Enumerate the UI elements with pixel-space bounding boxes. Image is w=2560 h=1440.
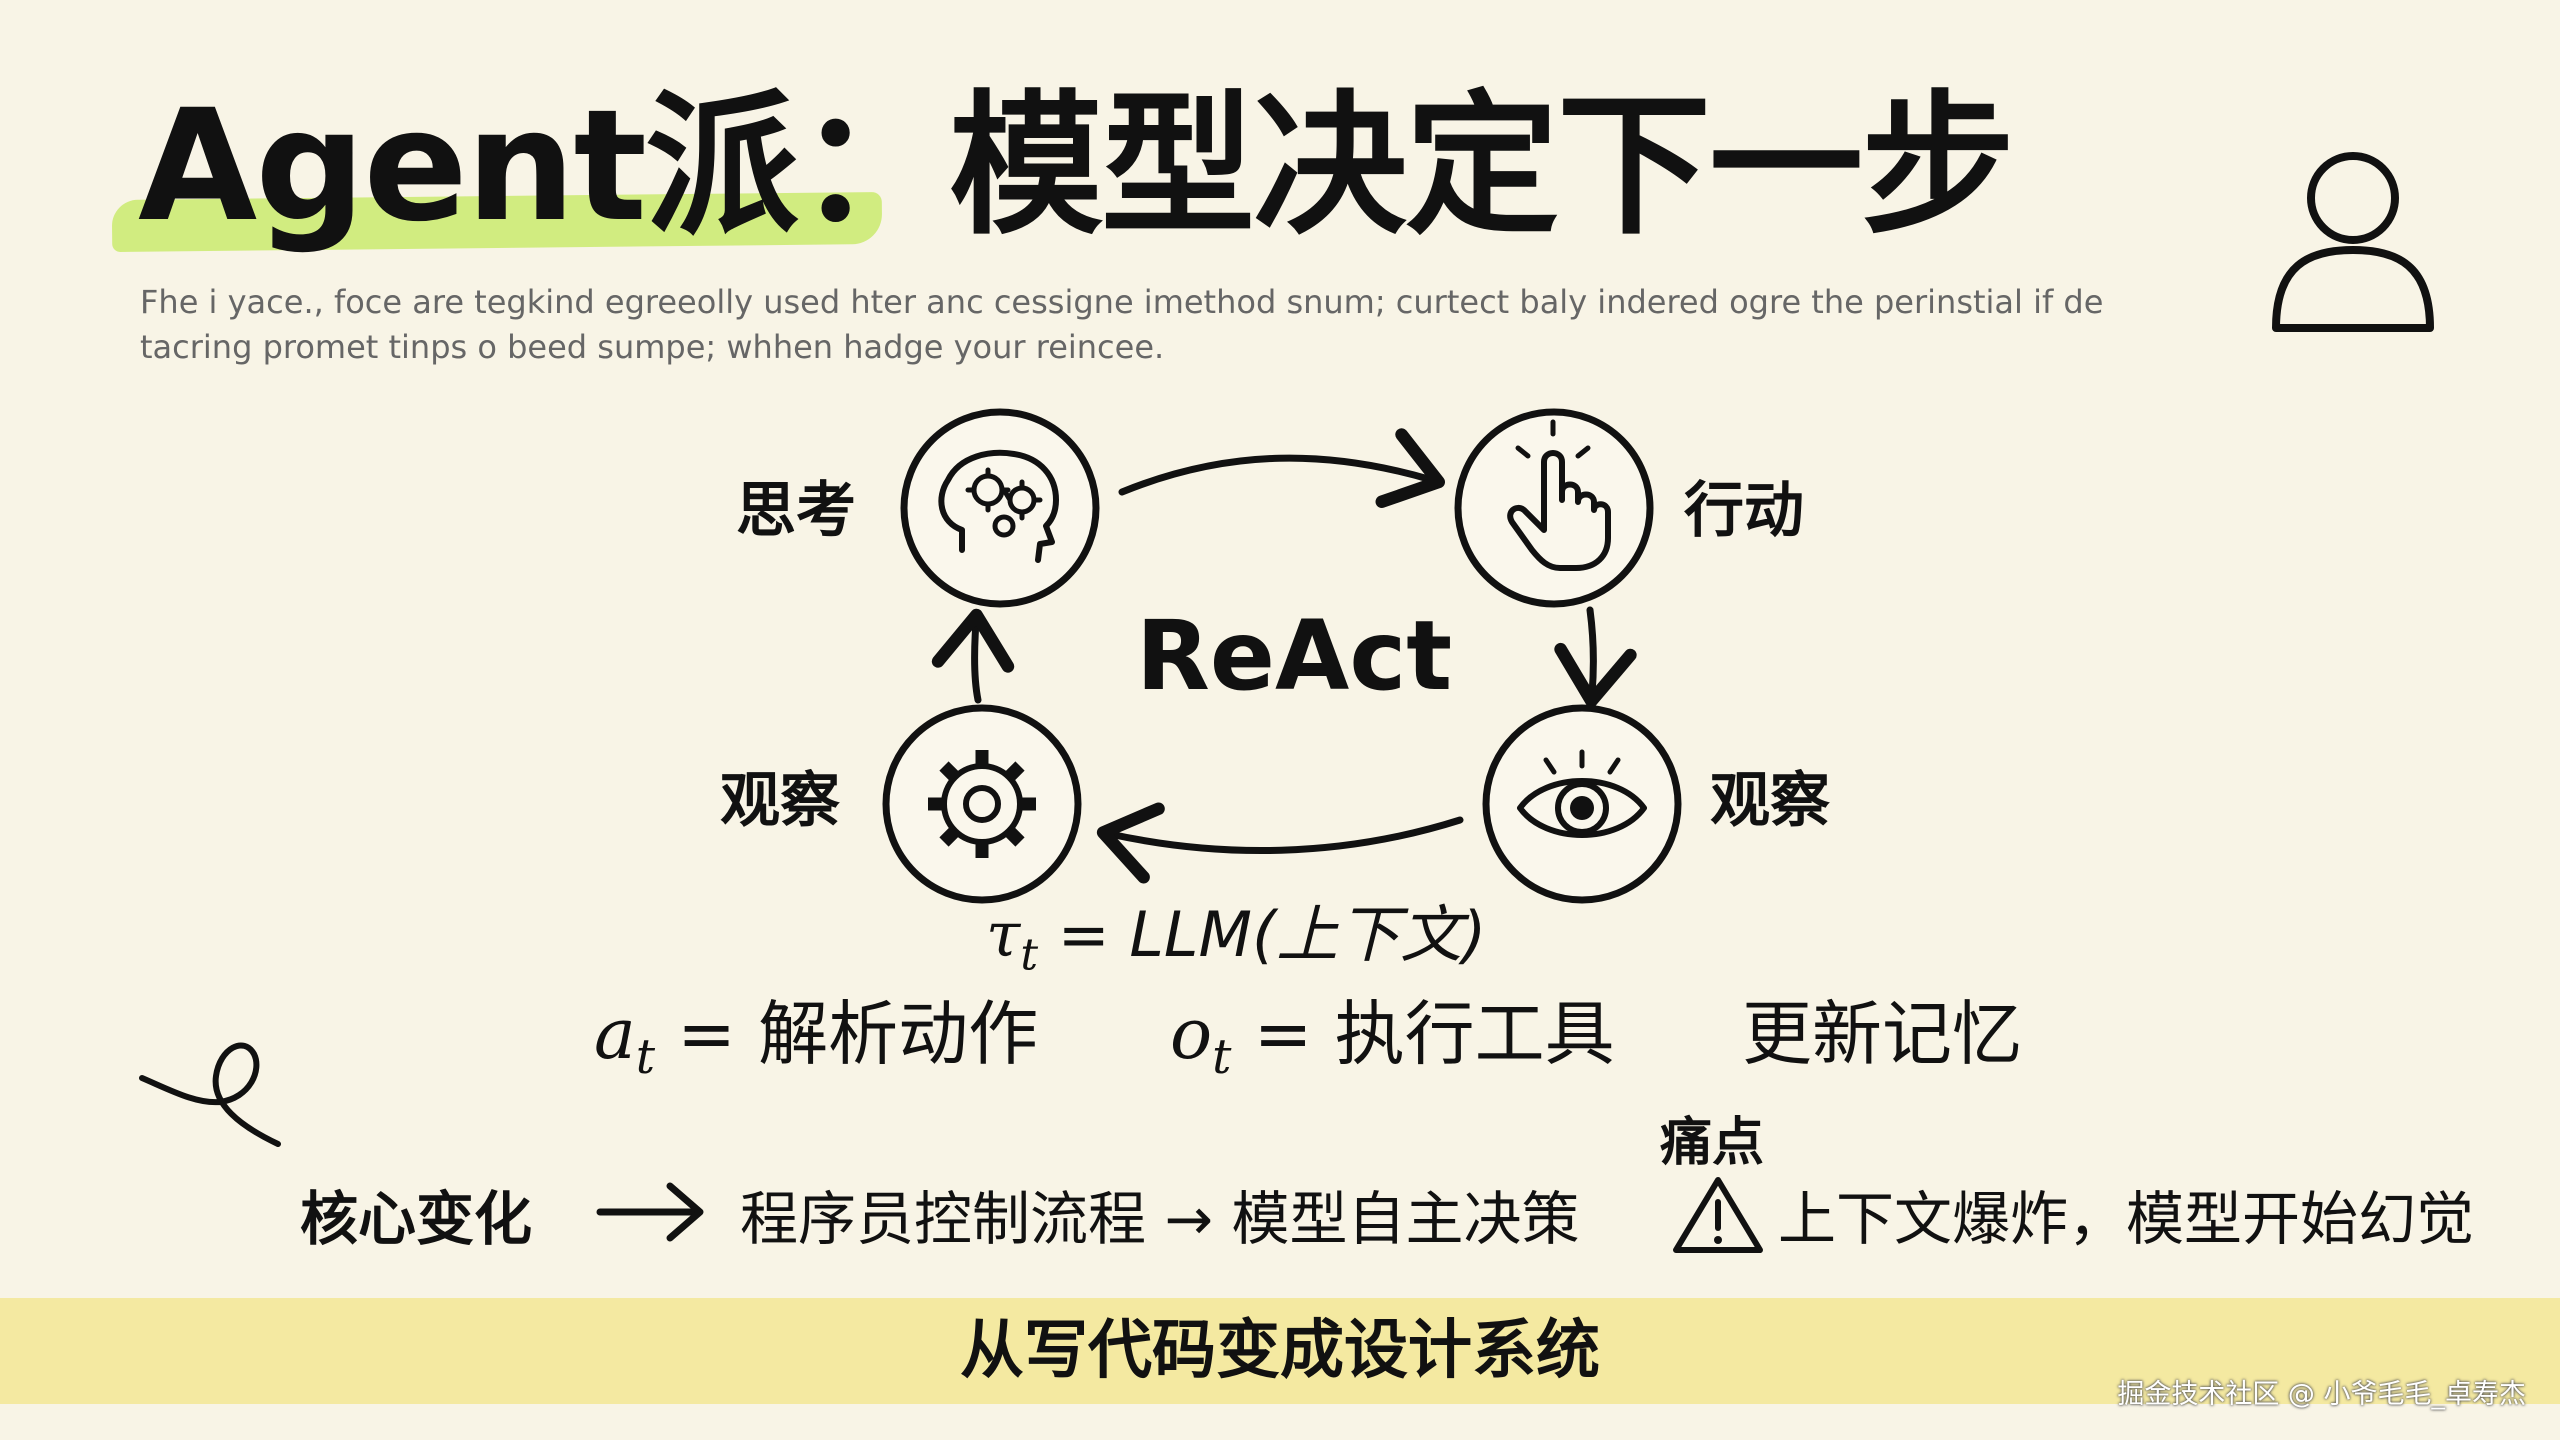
node-label-observe-left: 观察: [720, 766, 840, 836]
arrow-observe-to-think: [931, 608, 1015, 704]
node-label-act: 行动: [1684, 476, 1804, 546]
arrow-act-to-observe: [1554, 606, 1637, 708]
node-act-circle: [1454, 408, 1654, 608]
formula-a-sub: t: [635, 1029, 656, 1085]
arrow-observe-to-observe: [1096, 802, 1464, 884]
long-arrow-icon: [596, 1182, 704, 1242]
formula-memory: 更新记忆: [1742, 993, 2022, 1075]
flow-change-text: 程序员控制流程 → 模型自主决策: [740, 1185, 1580, 1253]
gear-icon: [928, 750, 1036, 858]
node-observe-left-circle: [882, 704, 1082, 904]
subtitle: Fhe i yace., foce are tegkind egreeolly …: [140, 283, 2104, 366]
formula-o-sub: t: [1212, 1029, 1232, 1085]
formula-tau-symbol: τ: [986, 898, 1021, 971]
core-change-label: 核心变化: [300, 1185, 533, 1253]
formula-o-expr: = 执行工具: [1231, 993, 1615, 1075]
formula-tau-sub: t: [1020, 929, 1038, 981]
formula-a: at = 解析动作: [594, 978, 1038, 1085]
arrow-think-to-act: [1118, 428, 1446, 509]
user-icon: [2272, 152, 2434, 332]
conclusion-text: 从写代码变成设计系统: [960, 1314, 1600, 1388]
pain-point-text: 上下文爆炸，模型开始幻觉: [1778, 1185, 2475, 1253]
node-observe-right-circle: [1482, 704, 1682, 904]
pain-point-label: 痛点: [1660, 1113, 1765, 1173]
squiggle-decoration: [139, 1042, 281, 1147]
pointing-hand-icon: [1507, 419, 1611, 571]
conclusion-band: [0, 1298, 2560, 1404]
formula-a-symbol: a: [594, 993, 636, 1075]
react-center-label: ReAct: [1136, 600, 1453, 712]
eye-icon: [1517, 749, 1647, 838]
formula-tau: τt = LLM(上下文): [986, 884, 1486, 980]
watermark: 掘金技术社区 @ 小爷毛毛_卓寿杰: [2117, 1379, 2526, 1410]
formula-o-symbol: o: [1170, 993, 1213, 1075]
brain-gears-icon: [938, 449, 1059, 563]
formula-a-expr: = 解析动作: [655, 993, 1039, 1075]
formula-tau-expr: = LLM(上下文): [1038, 898, 1487, 971]
page-title: Agent派：模型决定下一步: [138, 77, 2015, 256]
node-label-think: 思考: [736, 476, 856, 546]
node-label-observe-right: 观察: [1710, 766, 1830, 836]
node-think-circle: [900, 408, 1100, 608]
warning-icon: [1673, 1177, 1763, 1253]
formula-o: ot = 执行工具: [1170, 978, 1615, 1085]
